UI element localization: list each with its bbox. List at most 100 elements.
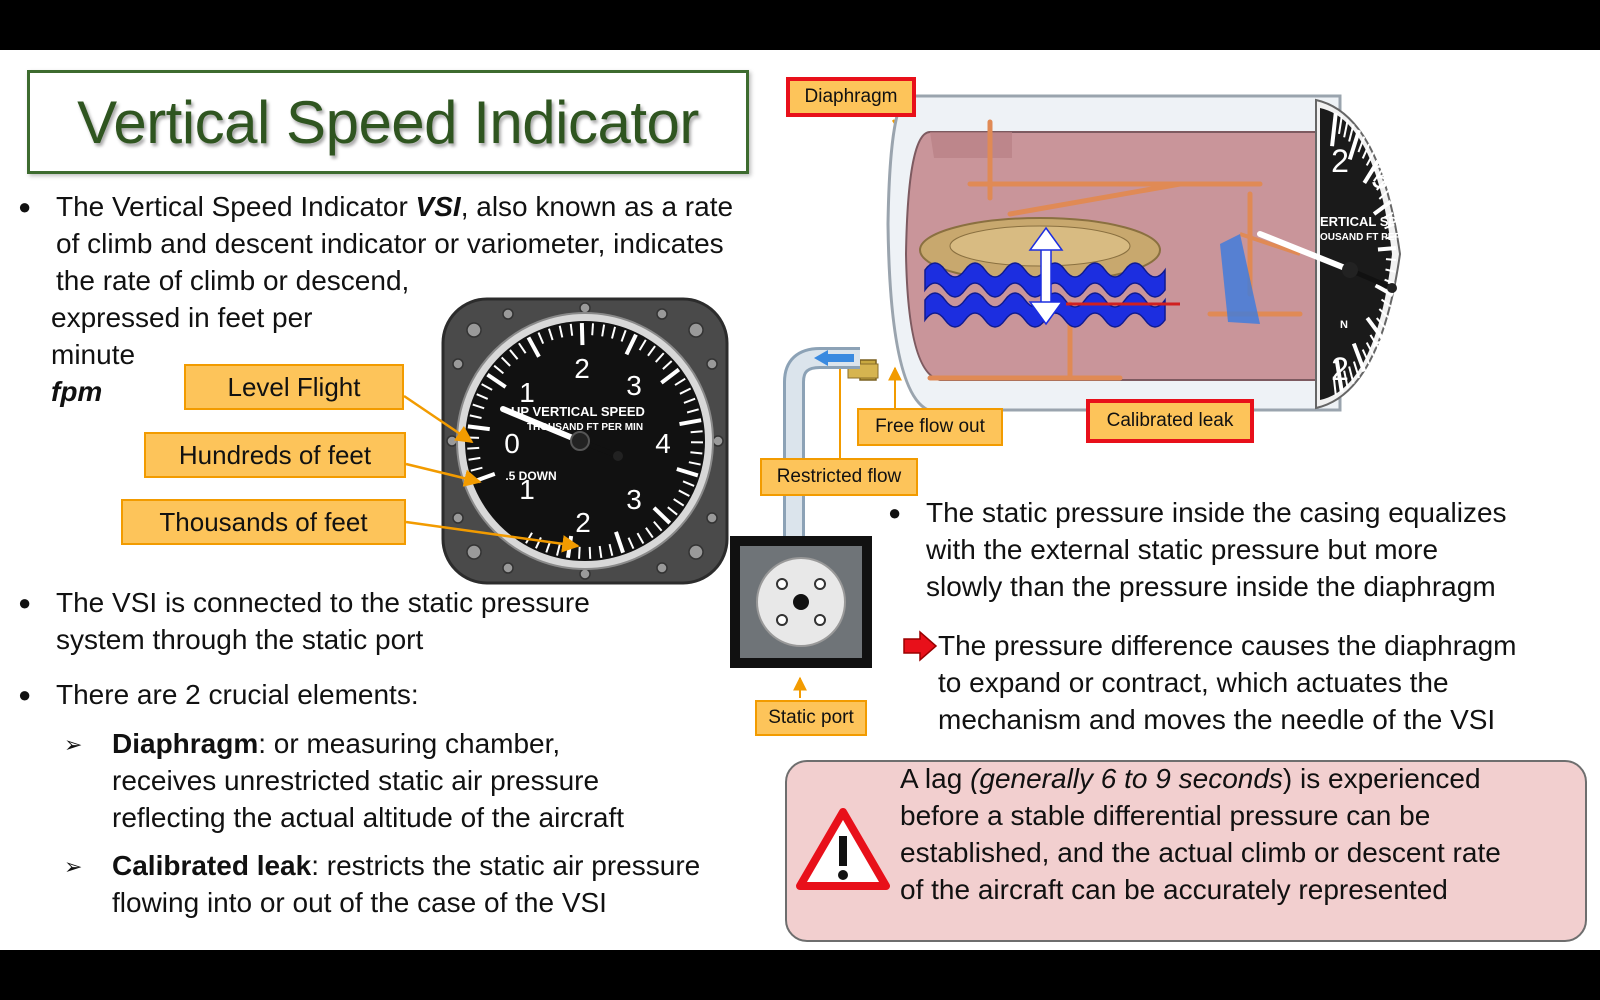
cutaway-tick <box>1377 246 1397 252</box>
gauge-tick <box>547 328 554 341</box>
gauge-tick <box>652 506 672 525</box>
gauge-tick <box>678 489 690 497</box>
cutaway-tick <box>1352 361 1360 379</box>
red-right-arrow-icon <box>903 630 938 662</box>
term-diaphragm: Diaphragm <box>112 728 259 759</box>
gauge-tick <box>653 520 663 532</box>
cutaway-tick <box>1343 370 1349 389</box>
gauge-tick <box>673 498 685 507</box>
gauge-tick <box>611 326 617 339</box>
text-line: mechanism and moves the needle of the VS… <box>938 704 1496 735</box>
gauge-num-2-down: 2 <box>575 507 591 538</box>
gauge-tick <box>638 339 647 351</box>
gauge-tick <box>674 377 686 386</box>
callout-level-flight: Level Flight <box>184 364 404 410</box>
cutaway-tick <box>1378 189 1389 200</box>
text-line: reflecting the actual altitude of the ai… <box>112 802 625 833</box>
cutaway-tick <box>1380 298 1392 308</box>
gauge-tick <box>486 372 507 389</box>
text-fragment: , also known as a rate <box>460 191 734 222</box>
text-line: to expand or contract, which actuates th… <box>938 667 1449 698</box>
cutaway-tick <box>1385 235 1396 240</box>
fpm-abbrev: fpm <box>51 376 103 407</box>
cutaway-tick <box>1378 308 1389 319</box>
cutaway-tick <box>1375 317 1387 329</box>
cutaway-label-dn: N <box>1340 319 1348 331</box>
cutaway-tick <box>1338 115 1343 135</box>
cutaway-tick <box>1385 268 1396 273</box>
gauge-tick <box>467 446 480 450</box>
gauge-tick <box>579 322 585 346</box>
gauge-tick <box>682 480 695 487</box>
text-line: The static pressure inside the casing eq… <box>926 497 1507 528</box>
gauge-tick <box>679 387 692 395</box>
sub-bullet-arrow-icon: ➢ <box>64 732 83 757</box>
cutaway-tick <box>1382 212 1394 220</box>
cutaway-tick <box>1365 151 1375 166</box>
lag-duration: (generally 6 to 9 seconds <box>970 763 1283 794</box>
term-calibrated-leak: Calibrated leak <box>112 850 312 881</box>
cutaway-num-4: 4 <box>1403 253 1421 289</box>
callout-restricted-flow: Restricted flow <box>760 458 918 496</box>
gauge-tick <box>556 543 561 556</box>
gauge-tick <box>526 336 541 358</box>
cutaway-tick <box>1348 124 1355 142</box>
page-title: Vertical Speed Indicator <box>77 88 699 156</box>
text-line: the rate of climb or descend, <box>56 265 410 296</box>
cutaway-tick <box>1372 169 1383 182</box>
gauge-tick <box>472 403 485 410</box>
gauge-tick <box>624 333 638 356</box>
cutaway-tick <box>1362 159 1380 184</box>
gauge-tick <box>569 323 574 336</box>
vsi-abbrev: VSI <box>415 191 461 222</box>
gauge-tick <box>647 345 656 357</box>
gauge-tick <box>537 332 545 344</box>
text-line: slowly than the pressure inside the diap… <box>926 571 1496 602</box>
cutaway-tick <box>1330 112 1338 147</box>
gauge-tick <box>598 545 603 558</box>
bullet-dot: ● <box>18 682 32 707</box>
callout-static-port: Static port <box>755 700 867 736</box>
gauge-num-3-up: 3 <box>626 370 642 401</box>
cutaway-num-2-down: 2 <box>1331 351 1349 387</box>
gauge-num-0: 0 <box>504 428 520 459</box>
gauge-tick <box>679 418 702 427</box>
cutaway-tick <box>1365 342 1375 357</box>
callout-diaphragm: Diaphragm <box>786 77 916 117</box>
sub-bullet-calibrated-leak: Calibrated leak: restricts the static ai… <box>112 847 700 921</box>
lag-note-box <box>785 760 1587 942</box>
text-line: before a stable differential pressure ca… <box>900 800 1431 831</box>
bullet-elements: There are 2 crucial elements: <box>56 679 419 710</box>
cutaway-tick <box>1384 278 1395 285</box>
gauge-tick <box>688 461 701 466</box>
gauge-tick <box>686 408 699 414</box>
text-line: receives unrestricted static air pressur… <box>112 765 600 796</box>
cutaway-tick <box>1332 376 1337 396</box>
text-line: established, and the actual climb or des… <box>900 837 1501 868</box>
gauge-tick <box>468 456 481 461</box>
vsi-cutaway-diagram: 2 3 4 3 2 ERTICAL SPEED OUSAND FT PER MI… <box>847 94 1424 412</box>
cutaway-tick <box>1369 334 1379 348</box>
gauge-tick <box>667 506 678 516</box>
bullet-vsi-description: The Vertical Speed Indicator VSI, also k… <box>56 188 816 299</box>
title-box: Vertical Speed Indicator <box>27 70 749 174</box>
gauge-tick <box>676 467 699 478</box>
text-line: of the aircraft can be accurately repres… <box>900 874 1448 905</box>
lag-note-text: A lag (generally 6 to 9 seconds) is expe… <box>900 760 1501 908</box>
text-line: with the external static pressure but mo… <box>926 534 1439 565</box>
sub-bullet-arrow-icon: ➢ <box>64 854 83 879</box>
bullet-dot: ● <box>18 194 32 219</box>
warning-triangle-icon <box>796 808 890 890</box>
cutaway-tick <box>1361 349 1371 365</box>
static-port-icon <box>730 536 872 668</box>
text-line: expressed in feet per <box>51 302 313 333</box>
gauge-tick <box>601 324 606 337</box>
cutaway-tick <box>1385 258 1397 261</box>
slide: Vertical Speed Indicator ● The Vertical … <box>0 50 1600 950</box>
gauge-tick <box>614 531 625 554</box>
gauge-tick <box>535 536 542 549</box>
gauge-num-3-down: 3 <box>626 484 642 515</box>
text-fragment: A lag <box>900 763 971 794</box>
gauge-label-sub: THOUSAND FT PER MIN <box>527 422 643 433</box>
bullet-static-pressure: The static pressure inside the casing eq… <box>926 494 1507 605</box>
